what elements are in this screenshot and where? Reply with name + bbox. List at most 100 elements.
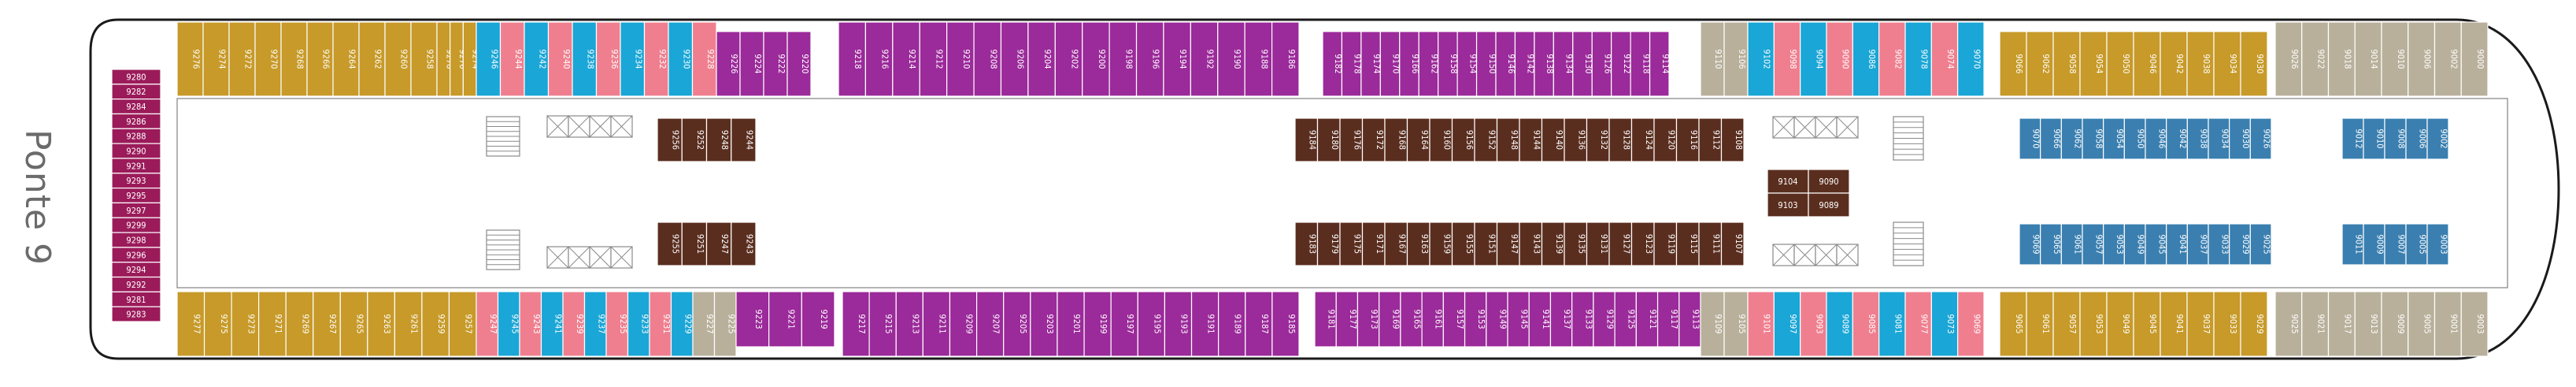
inner-cabin-brown-b[interactable]: 9108 <box>1720 117 1745 162</box>
cabin-top-grey-a[interactable]: 9110 <box>1700 21 1725 97</box>
inner-cabin-brown-b[interactable]: 9120 <box>1653 117 1678 162</box>
cabin-bottom-purple-b[interactable]: 9199 <box>1083 291 1112 357</box>
cabin-top-purple-c[interactable]: 9134 <box>1553 31 1575 97</box>
inner-cabin-brown-b[interactable]: 9143 <box>1519 221 1543 266</box>
inner-cabin-blue-b[interactable]: 9012 <box>2341 117 2364 160</box>
aft-suite-cabin[interactable]: 9294 <box>111 262 161 278</box>
inner-cabin-brown-b[interactable]: 9164 <box>1406 117 1430 162</box>
aft-suite-cabin[interactable]: 9284 <box>111 99 161 115</box>
inner-cabin-blue-a[interactable]: 9066 <box>2040 117 2062 160</box>
cabin-top-purple-c[interactable]: 9126 <box>1591 31 1612 97</box>
inner-cabin-blue-b[interactable]: 9009 <box>2363 223 2385 266</box>
aft-suite-cabin[interactable]: 9282 <box>111 84 161 100</box>
inner-cabin-brown-b[interactable]: 9163 <box>1406 221 1430 266</box>
cabin-bottom-gold-c[interactable]: 9049 <box>2106 291 2134 357</box>
inner-cabin-brown-a[interactable]: 9252 <box>681 117 708 162</box>
cabin-top-teal[interactable]: 9246 <box>476 21 502 97</box>
cabin-top-purple-b[interactable]: 9212 <box>919 21 948 97</box>
cabin-bottom-teal-b[interactable]: 9077 <box>1904 291 1932 357</box>
cabin-bottom-purple-b[interactable]: 9185 <box>1271 291 1300 357</box>
inner-cabin-blue-a[interactable]: 9057 <box>2082 223 2104 266</box>
cabin-top-grey-b[interactable]: 9014 <box>2354 21 2382 97</box>
inner-cabin-blue-a[interactable]: 9065 <box>2040 223 2062 266</box>
inner-cabin-brown-a[interactable]: 9256 <box>657 117 683 162</box>
cabin-top-purple-c[interactable]: 9138 <box>1534 31 1555 97</box>
cabin-top-purple-c[interactable]: 9146 <box>1495 31 1516 97</box>
inner-cabin-brown-b[interactable]: 9184 <box>1294 117 1319 162</box>
aft-suite-cabin[interactable]: 9299 <box>111 217 161 233</box>
cabin-bottom-purple-b[interactable]: 9197 <box>1110 291 1138 357</box>
inner-cabin-brown-b[interactable]: 9132 <box>1586 117 1610 162</box>
aft-suite-cabin[interactable]: 9290 <box>111 143 161 159</box>
cabin-bottom-grey-c[interactable]: 9025 <box>2274 291 2303 357</box>
inner-cabin-blue-b[interactable]: 9006 <box>2405 117 2428 160</box>
cabin-top-grey-b[interactable]: 9000 <box>2460 21 2489 97</box>
cabin-top-purple-b[interactable]: 9210 <box>946 21 975 97</box>
cabin-top-purple-b[interactable]: 9188 <box>1244 21 1273 97</box>
cabin-bottom-purple-b[interactable]: 9193 <box>1164 291 1193 357</box>
inner-cabin-brown-b[interactable]: 9107 <box>1720 221 1745 266</box>
inner-cabin-brown-a[interactable]: 9255 <box>657 221 683 266</box>
cabin-bottom-teal-b[interactable]: 9097 <box>1773 291 1801 357</box>
cabin-bottom-gold[interactable]: 9277 <box>176 291 205 357</box>
cabin-bottom-purple-b[interactable]: 9207 <box>975 291 1005 357</box>
inner-cabin-blue-a[interactable]: 9034 <box>2208 117 2230 160</box>
inner-cabin-brown-b[interactable]: 9119 <box>1653 221 1678 266</box>
cabin-bottom-grey-b[interactable]: 9109 <box>1700 291 1725 357</box>
cabin-bottom-purple-b[interactable]: 9191 <box>1190 291 1220 357</box>
cabin-bottom-teal-b[interactable]: 9101 <box>1747 291 1775 357</box>
inner-cabin-brown-b[interactable]: 9176 <box>1339 117 1364 162</box>
cabin-bottom-gold[interactable]: 9257 <box>448 291 477 357</box>
cabin-top-grey-b[interactable]: 9018 <box>2327 21 2356 97</box>
inner-cabin-brown-b[interactable]: 9128 <box>1608 117 1633 162</box>
cabin-bottom-purple-b[interactable]: 9217 <box>842 291 870 357</box>
cabin-bottom-purple-c[interactable]: 9145 <box>1507 291 1530 348</box>
cabin-bottom-teal[interactable]: 9243 <box>519 291 542 357</box>
cabin-bottom-teal[interactable]: 9233 <box>627 291 650 357</box>
cabin-top-purple-c[interactable]: 9154 <box>1456 31 1478 97</box>
cabin-bottom-purple-c[interactable]: 9153 <box>1464 291 1487 348</box>
cabin-bottom-gold[interactable]: 9261 <box>394 291 423 357</box>
cabin-bottom-gold[interactable]: 9269 <box>285 291 314 357</box>
cabin-top-gold[interactable]: 9258 <box>410 21 438 97</box>
cabin-top-teal-b[interactable]: 9102 <box>1747 21 1775 97</box>
inner-cabin-blue-a[interactable]: 9038 <box>2186 117 2209 160</box>
cabin-bottom-purple-c[interactable]: 9113 <box>1678 291 1701 348</box>
inner-cabin-blue-a[interactable]: 9042 <box>2166 117 2188 160</box>
cabin-top-teal-b[interactable]: 9070 <box>1957 21 1985 97</box>
inner-center-cabin[interactable]: 9090 <box>1808 169 1850 194</box>
inner-cabin-blue-a[interactable]: 9045 <box>2145 223 2167 266</box>
inner-cabin-blue-a[interactable]: 9053 <box>2103 223 2125 266</box>
cabin-bottom-gold[interactable]: 9265 <box>339 291 368 357</box>
cabin-top-teal-b[interactable]: 9078 <box>1904 21 1932 97</box>
inner-cabin-blue-a[interactable]: 9058 <box>2082 117 2104 160</box>
inner-cabin-brown-b[interactable]: 9180 <box>1316 117 1341 162</box>
aft-suite-cabin[interactable]: 9288 <box>111 128 161 144</box>
cabin-top-grey-b[interactable]: 9006 <box>2408 21 2436 97</box>
cabin-bottom-teal[interactable]: 9235 <box>605 291 629 357</box>
inner-cabin-blue-a[interactable]: 9046 <box>2145 117 2167 160</box>
cabin-bottom-purple-c[interactable]: 9117 <box>1656 291 1680 348</box>
aft-suite-cabin[interactable]: 9283 <box>111 306 161 322</box>
cabin-top-gold-c[interactable]: 9050 <box>2106 31 2134 97</box>
cabin-bottom-gold-c[interactable]: 9029 <box>2240 291 2268 357</box>
inner-cabin-blue-b[interactable]: 9002 <box>2426 117 2449 160</box>
cabin-top-purple-b[interactable]: 9186 <box>1271 21 1300 97</box>
cabin-bottom-purple-b[interactable]: 9189 <box>1218 291 1246 357</box>
cabin-bottom-teal[interactable]: 9229 <box>670 291 694 357</box>
aft-suite-cabin[interactable]: 9292 <box>111 276 161 292</box>
inner-center-cabin[interactable]: 9103 <box>1767 192 1809 218</box>
cabin-bottom-purple-c[interactable]: 9161 <box>1421 291 1444 348</box>
inner-center-cabin[interactable]: 9089 <box>1808 192 1850 218</box>
inner-cabin-brown-a[interactable]: 9247 <box>705 221 732 266</box>
cabin-bottom-purple-c[interactable]: 9133 <box>1571 291 1594 348</box>
cabin-bottom-gold[interactable]: 9273 <box>231 291 260 357</box>
cabin-top-gold-c[interactable]: 9058 <box>2052 31 2081 97</box>
cabin-top-purple-c[interactable]: 9178 <box>1341 31 1363 97</box>
inner-cabin-brown-b[interactable]: 9140 <box>1541 117 1565 162</box>
cabin-top-teal-b[interactable]: 9074 <box>1930 21 1959 97</box>
cabin-bottom-purple-c[interactable]: 9157 <box>1442 291 1466 348</box>
cabin-top-purple-b[interactable]: 9198 <box>1108 21 1138 97</box>
aft-suite-cabin[interactable]: 9293 <box>111 173 161 189</box>
cabin-bottom-purple-b[interactable]: 9187 <box>1245 291 1273 357</box>
